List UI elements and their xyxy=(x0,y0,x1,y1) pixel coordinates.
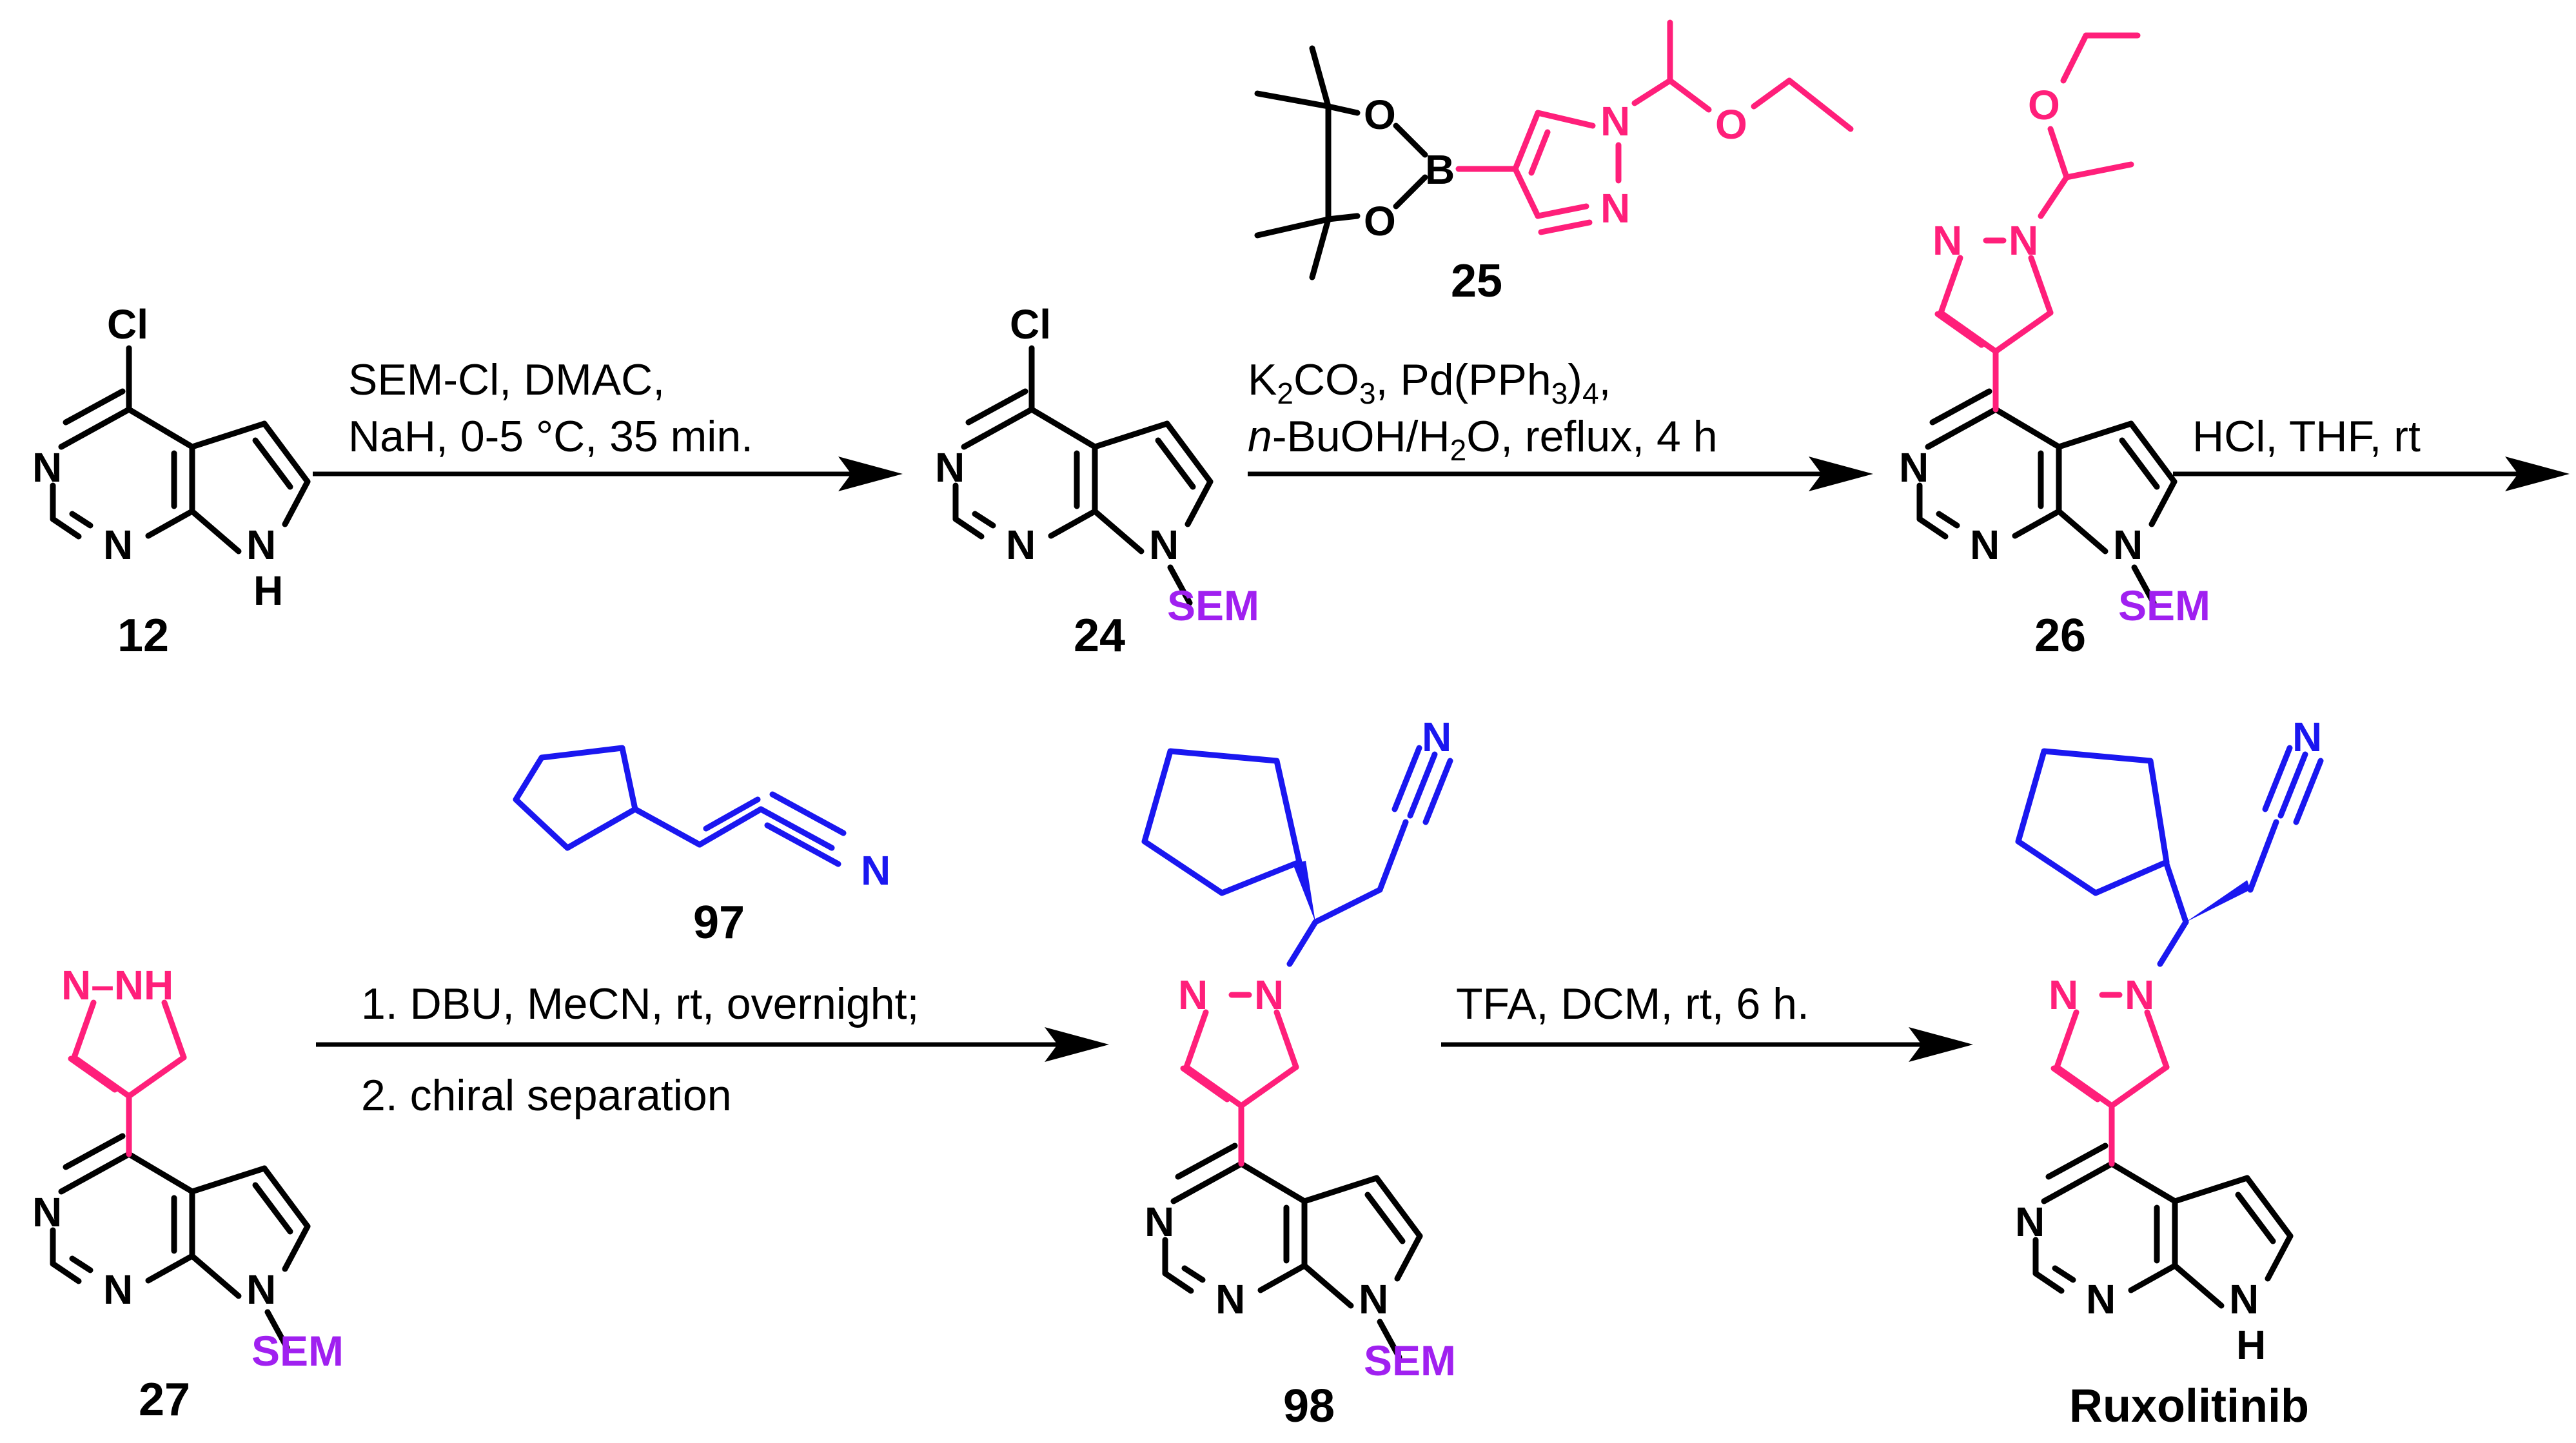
sem-group-98: SEM xyxy=(1364,1337,1456,1384)
compound-97: N xyxy=(513,745,890,894)
step1-conditions-line2: NaH, 0-5 °C, 35 min. xyxy=(348,412,753,461)
compound-25-label: 25 xyxy=(1451,255,1502,307)
step2-conditions-line1: K2CO3, Pd(PPh3)4, xyxy=(1248,355,1611,410)
compound-98-label: 98 xyxy=(1283,1380,1335,1432)
chlorine-atom: Cl xyxy=(107,301,148,348)
compound-12: Cl H xyxy=(32,301,308,614)
step4-conditions-line2: 2. chiral separation xyxy=(361,1071,732,1120)
nitrile-nitrogen: N xyxy=(2292,714,2322,760)
step3-conditions: HCl, THF, rt xyxy=(2192,412,2421,461)
nitrile-nitrogen: N xyxy=(861,847,890,894)
step4-conditions-line1: 1. DBU, MeCN, rt, overnight; xyxy=(361,979,919,1028)
reaction-arrow-3 xyxy=(2173,456,2570,491)
compound-26: N N O xyxy=(1899,32,2174,606)
pyrazole-nitrogen-2: N xyxy=(2049,972,2078,1018)
reaction-arrow-5 xyxy=(1441,1027,1973,1062)
pyrazole-nh: N–NH xyxy=(61,962,173,1008)
nitrile-nitrogen: N xyxy=(1422,714,1451,760)
compound-26-label: 26 xyxy=(2034,610,2086,662)
boron-atom: B xyxy=(1425,146,1455,193)
pyrazole-nitrogen-2: N xyxy=(1932,217,1962,264)
compound-98: N N N xyxy=(1141,714,1453,1360)
compound-27-label: 27 xyxy=(139,1374,190,1426)
step1-conditions-line1: SEM-Cl, DMAC, xyxy=(348,355,665,404)
reaction-arrow-1 xyxy=(313,456,903,491)
sem-group-24: SEM xyxy=(1167,582,1259,629)
ether-oxygen: O xyxy=(1715,101,1747,148)
pyrrole-hydrogen: H xyxy=(253,567,283,614)
boronate-oxygen-2: O xyxy=(1364,198,1396,244)
boronate-oxygen-1: O xyxy=(1364,92,1396,138)
pyrazole-nitrogen-1: N xyxy=(2009,217,2038,264)
compound-12-label: 12 xyxy=(117,610,169,662)
pyrazole-nitrogen-1: N xyxy=(1600,98,1630,144)
pyrazole-nitrogen-1: N xyxy=(1254,972,1284,1018)
pyrazole-nitrogen-2: N xyxy=(1178,972,1208,1018)
pyrazole-nitrogen-1: N xyxy=(2125,972,2154,1018)
ruxolitinib-label: Ruxolitinib xyxy=(2069,1380,2309,1432)
pyrazole-nitrogen-2: N xyxy=(1600,185,1630,231)
ether-oxygen: O xyxy=(2028,82,2060,128)
compound-ruxolitinib: H N N N xyxy=(2015,714,2324,1368)
compound-24: Cl xyxy=(935,301,1210,606)
reaction-arrow-2 xyxy=(1248,456,1873,491)
step2-conditions-line2: n-BuOH/H2O, reflux, 4 h xyxy=(1248,412,1718,467)
sem-group-26: SEM xyxy=(2118,582,2210,629)
step5-conditions: TFA, DCM, rt, 6 h. xyxy=(1456,979,1809,1028)
compound-97-label: 97 xyxy=(693,897,745,948)
sem-group-27: SEM xyxy=(251,1327,344,1375)
compound-25: O O B N N O xyxy=(1254,19,1854,280)
reaction-arrow-4 xyxy=(316,1027,1109,1062)
compound-24-label: 24 xyxy=(1074,610,1125,662)
pyrrole-hydrogen: H xyxy=(2236,1322,2266,1368)
chlorine-atom: Cl xyxy=(1010,301,1051,348)
compound-27: N–NH xyxy=(32,962,308,1351)
